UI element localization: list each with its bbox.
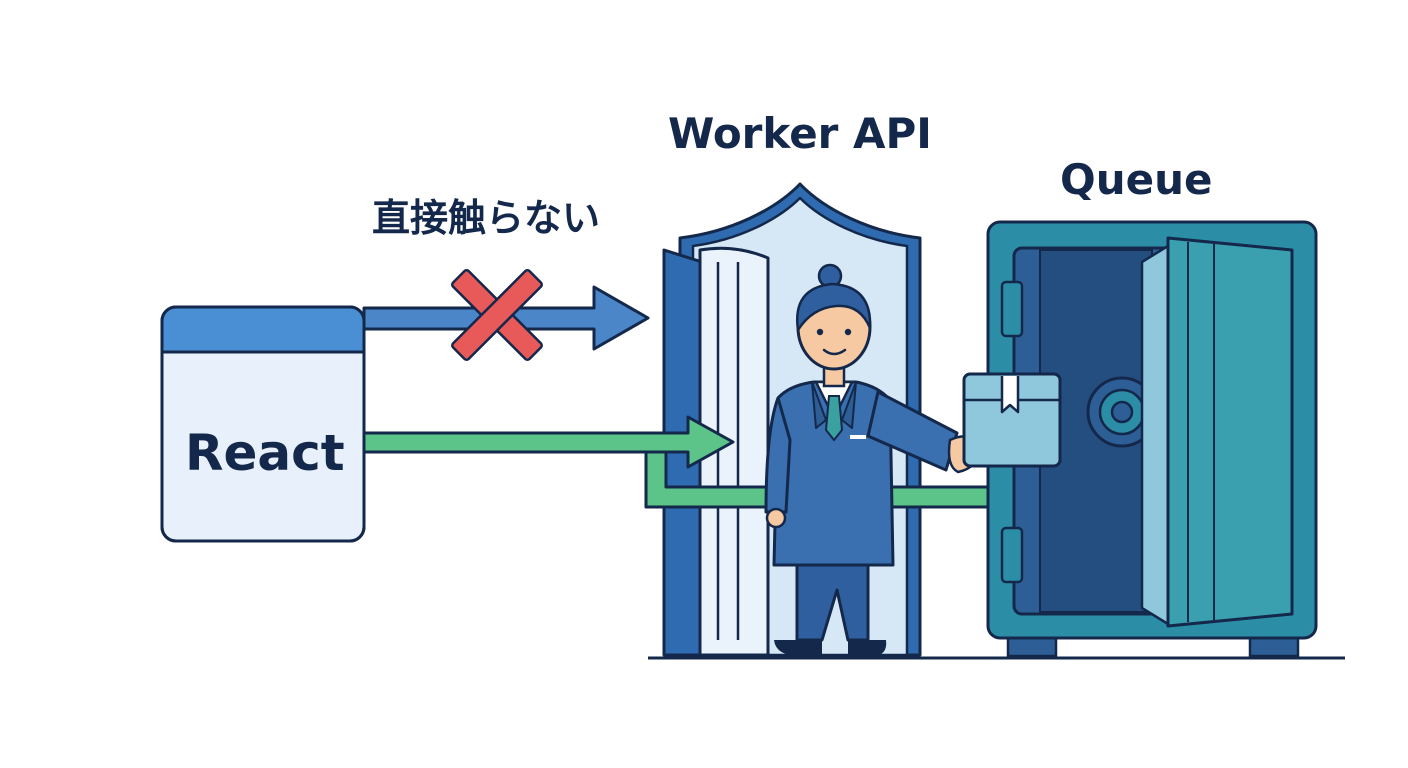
react-window-icon — [160, 305, 366, 543]
blocked-x-icon — [451, 269, 543, 361]
green-arrow-to-worker — [362, 415, 735, 469]
package-icon — [962, 372, 1062, 468]
worker-person-icon — [764, 263, 982, 656]
worker-api-label: Worker API — [668, 109, 932, 158]
queue-label: Queue — [1060, 155, 1213, 204]
safe-icon — [986, 220, 1318, 658]
react-label: React — [185, 424, 345, 482]
no-direct-access-label: 直接触らない — [372, 196, 601, 240]
